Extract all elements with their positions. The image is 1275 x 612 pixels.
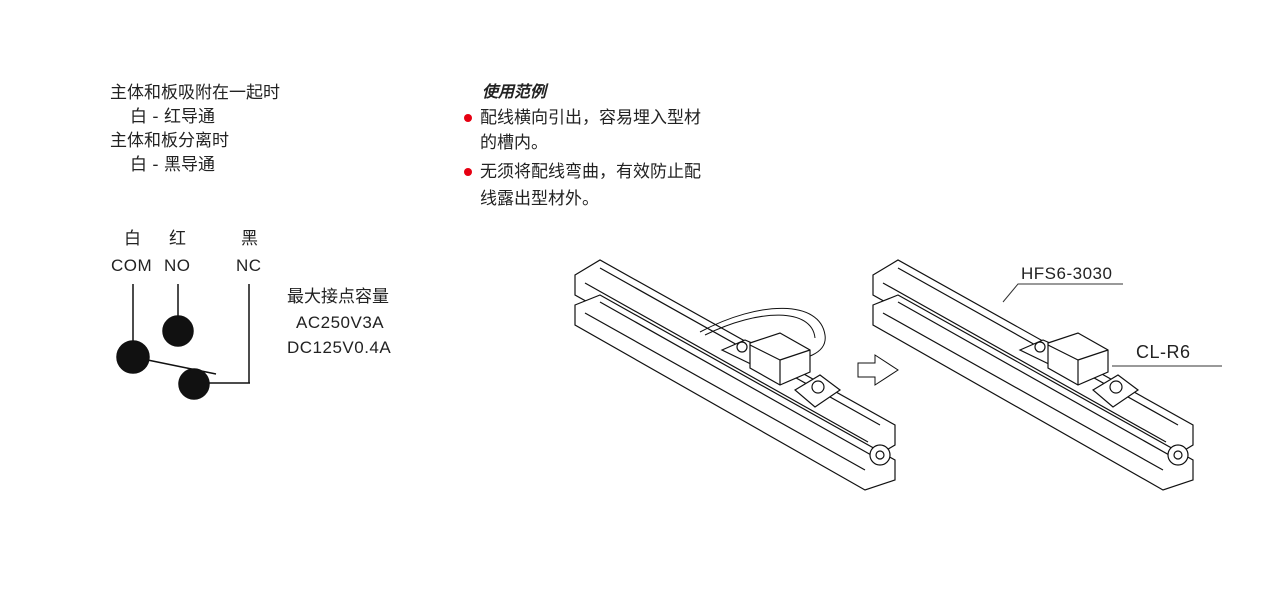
terminal-com: COM: [111, 256, 153, 275]
dc-rating: DC125V0.4A: [287, 338, 392, 357]
note-separated: 主体和板分离时: [110, 131, 229, 151]
terminal-no: NO: [164, 256, 191, 275]
label-profile: HFS6-3030: [1021, 264, 1113, 283]
terminal-nc: NC: [236, 256, 262, 275]
usage-bullet-1-line1: 配线横向引出，容易埋入型材: [480, 108, 701, 128]
leader-lines: [1002, 283, 1222, 367]
no-contact: [162, 315, 194, 347]
usage-bullet-2-line2: 线露出型材外。: [480, 189, 599, 209]
switch-schematic: [116, 284, 250, 400]
wire-color-white: 白: [124, 229, 141, 249]
note-attached: 主体和板吸附在一起时: [110, 83, 280, 103]
ac-rating: AC250V3A: [296, 313, 385, 332]
com-contact: [116, 340, 150, 374]
capacity-title: 最大接点容量: [287, 287, 389, 307]
wire-color-black: 黑: [241, 229, 258, 249]
bullet-icon: [464, 114, 472, 122]
usage-title: 使用范例: [482, 82, 547, 101]
usage-bullet-2-line1: 无须将配线弯曲，有效防止配: [480, 162, 701, 182]
profile-with-sensor: [872, 259, 1194, 491]
note-separated-conduction: 白 - 黑导通: [130, 155, 215, 175]
profile-with-wires: [574, 259, 896, 491]
usage-bullet-1-line2: 的槽内。: [480, 133, 548, 153]
note-attached-conduction: 白 - 红导通: [130, 107, 215, 127]
arrow-right-icon: [857, 354, 899, 386]
bullet-icon: [464, 168, 472, 176]
wire-color-red: 红: [169, 229, 186, 249]
moving-contact: [178, 368, 210, 400]
label-sensor: CL-R6: [1136, 342, 1191, 362]
